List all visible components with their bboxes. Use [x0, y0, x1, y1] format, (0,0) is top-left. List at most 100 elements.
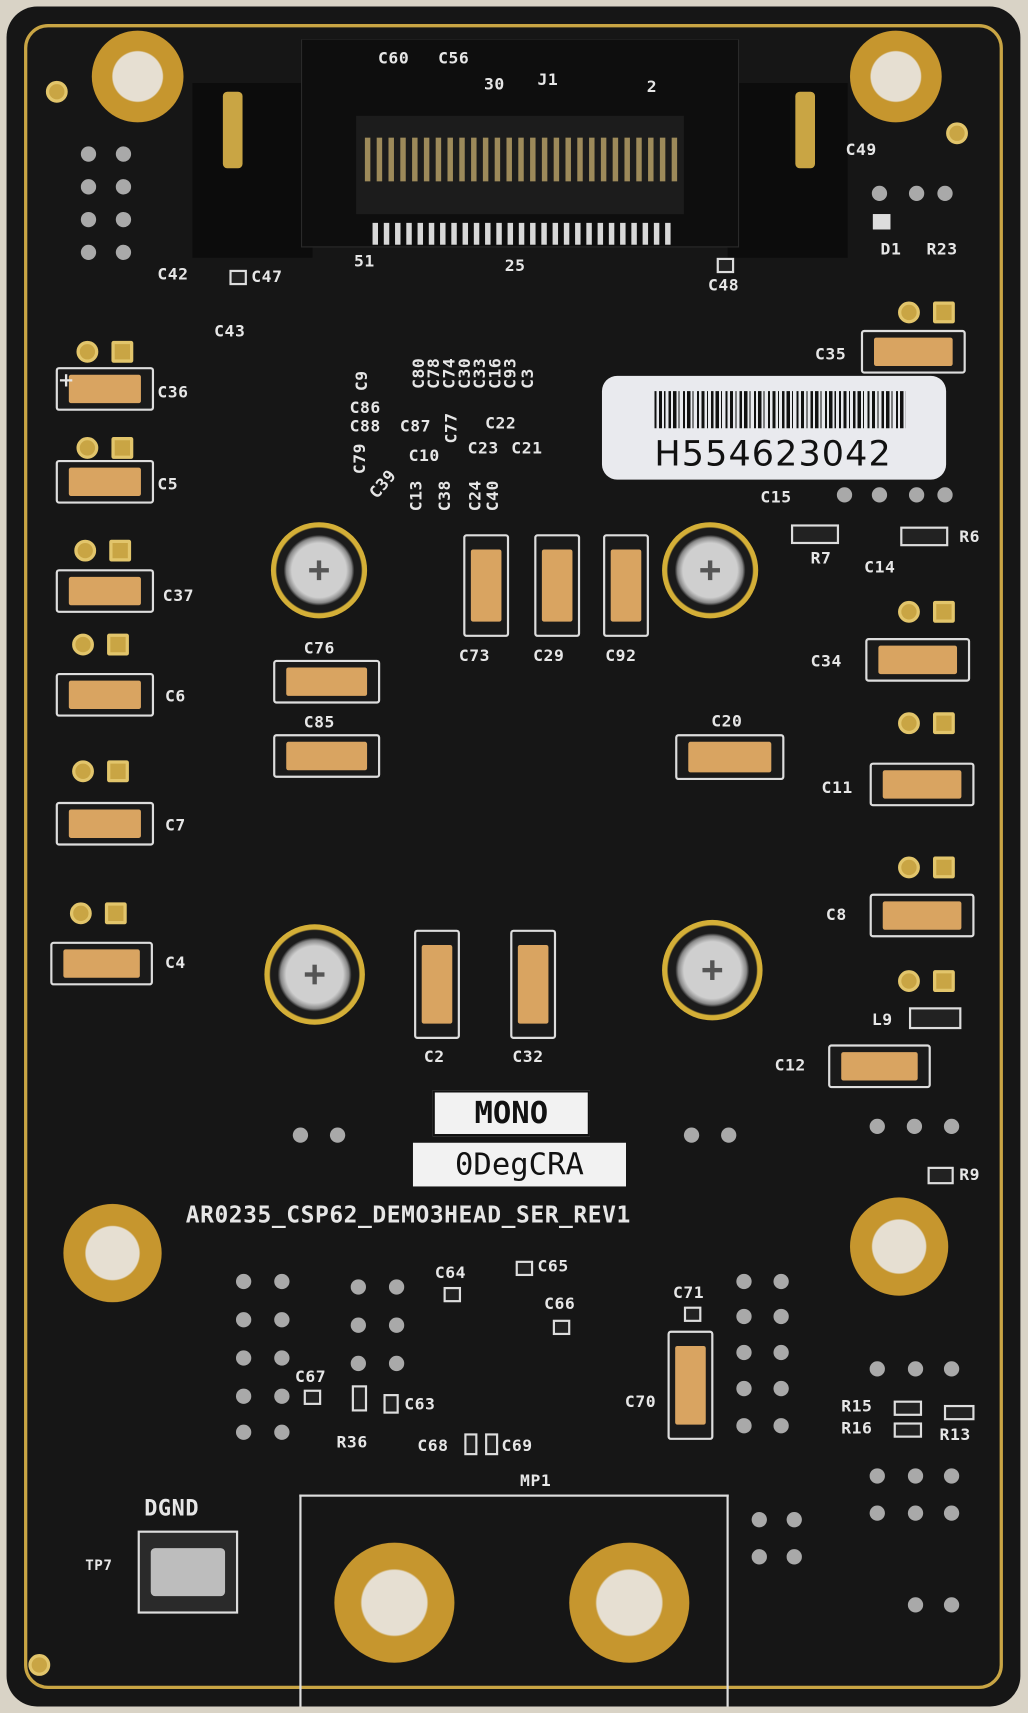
silk-c32: C32: [512, 1046, 544, 1067]
via-pad: [907, 1361, 924, 1377]
cra-label: 0DegCRA: [412, 1142, 627, 1187]
header-pin: [80, 211, 97, 228]
silk-c92: C92: [605, 645, 637, 666]
connector-pad: [462, 222, 469, 245]
test-point-tp7: [137, 1530, 239, 1614]
via-pad: [235, 1424, 252, 1440]
connector-pin: [565, 137, 571, 182]
smd-part: [515, 1260, 534, 1277]
silk-c67: C67: [294, 1366, 327, 1387]
smd-part: [485, 1433, 499, 1456]
via-pad: [908, 487, 925, 503]
silk-tp7: TP7: [85, 1557, 113, 1575]
silk-c47: C47: [251, 266, 283, 287]
connector-pin: [447, 137, 453, 182]
connector-pad: [451, 222, 457, 245]
resistor-r13: [943, 1404, 975, 1421]
via-pad: [937, 487, 953, 503]
via-pad: [907, 1505, 924, 1521]
pad: [72, 633, 94, 656]
pad: [898, 856, 920, 879]
connector-pin: [423, 137, 430, 182]
smd-part: [464, 1433, 478, 1456]
silk-c49: C49: [845, 139, 877, 160]
pad: [932, 301, 955, 324]
silk-c2: C2: [423, 1046, 445, 1067]
pad: [107, 760, 129, 783]
tantalum-cap-c7: [55, 801, 155, 846]
via-pad: [869, 1505, 885, 1521]
via-pad: [350, 1279, 366, 1295]
board-edge-trace: [24, 24, 1003, 1690]
pad: [898, 301, 920, 324]
via-pad: [736, 1380, 752, 1397]
silk-c66: C66: [544, 1293, 576, 1314]
via-pad: [786, 1512, 802, 1528]
silk-c22: C22: [485, 412, 517, 433]
connector-pin: [459, 137, 465, 182]
silk-c71: C71: [672, 1282, 705, 1303]
resistor-r6: [900, 526, 949, 547]
resistor-r16: [893, 1422, 923, 1438]
connector-pad: [417, 222, 424, 245]
connector-pad: [530, 222, 536, 245]
mounting-hole-bottom-left: [63, 1203, 162, 1303]
via-pad: [773, 1308, 789, 1325]
screw: [662, 919, 763, 1021]
via-pad: [329, 1127, 346, 1143]
via-pad: [736, 1273, 752, 1290]
connector-pin: [506, 137, 512, 182]
connector-pad: [428, 222, 435, 245]
silk-c29: C29: [533, 645, 565, 666]
via-pad: [388, 1279, 405, 1295]
via-pad: [235, 1312, 252, 1328]
connector-pin: [648, 137, 654, 182]
tantalum-cap-c11: [869, 762, 975, 807]
smd-part: [552, 1319, 571, 1336]
connector-pin: [494, 137, 501, 182]
connector-pin: [412, 137, 418, 182]
connector-pin: [376, 137, 383, 182]
connector-pin: [671, 137, 678, 182]
mounting-hole-top-left: [91, 30, 184, 123]
board-name: AR0235_CSP62_DEMO3HEAD_SER_REV1: [185, 1201, 631, 1228]
via-pad: [869, 1361, 885, 1377]
smd-part: [351, 1385, 368, 1412]
smd-part: [443, 1286, 462, 1303]
connector-pin: [388, 137, 394, 182]
silk-c85: C85: [303, 712, 335, 732]
via-pad: [943, 1361, 960, 1377]
led-d1: [872, 214, 891, 230]
connector-pad: [541, 222, 547, 245]
tantalum-cap-c12: [828, 1044, 931, 1089]
via-pad: [292, 1127, 309, 1143]
silk-c60: C60: [378, 48, 410, 68]
tantalum-cap-c6: [55, 672, 155, 717]
silk-c3: C3: [517, 368, 538, 389]
connector-pad: [518, 222, 525, 245]
silk-c77: C77: [441, 412, 462, 444]
via-pad: [836, 487, 853, 503]
resistor-r15: [893, 1400, 923, 1416]
connector-pad: [620, 222, 626, 245]
pad: [104, 902, 127, 925]
silk-c79: C79: [349, 442, 370, 475]
silk-c42: C42: [157, 264, 189, 285]
pad: [932, 600, 955, 623]
resistor-r9: [927, 1166, 954, 1185]
pad: [69, 902, 92, 925]
via-pad: [786, 1549, 802, 1565]
header-pin: [80, 244, 97, 261]
via-pad: [908, 185, 925, 202]
connector-pin: [659, 137, 666, 182]
via-pad: [773, 1344, 789, 1361]
screw: [270, 522, 368, 619]
silk-c12: C12: [774, 1055, 806, 1076]
connector-pin: [400, 137, 406, 182]
via-pad: [736, 1344, 752, 1361]
connector-pad: [395, 222, 401, 245]
silk-c23: C23: [467, 438, 499, 458]
header-pin: [115, 244, 132, 261]
tantalum-cap-c8: [869, 893, 975, 938]
